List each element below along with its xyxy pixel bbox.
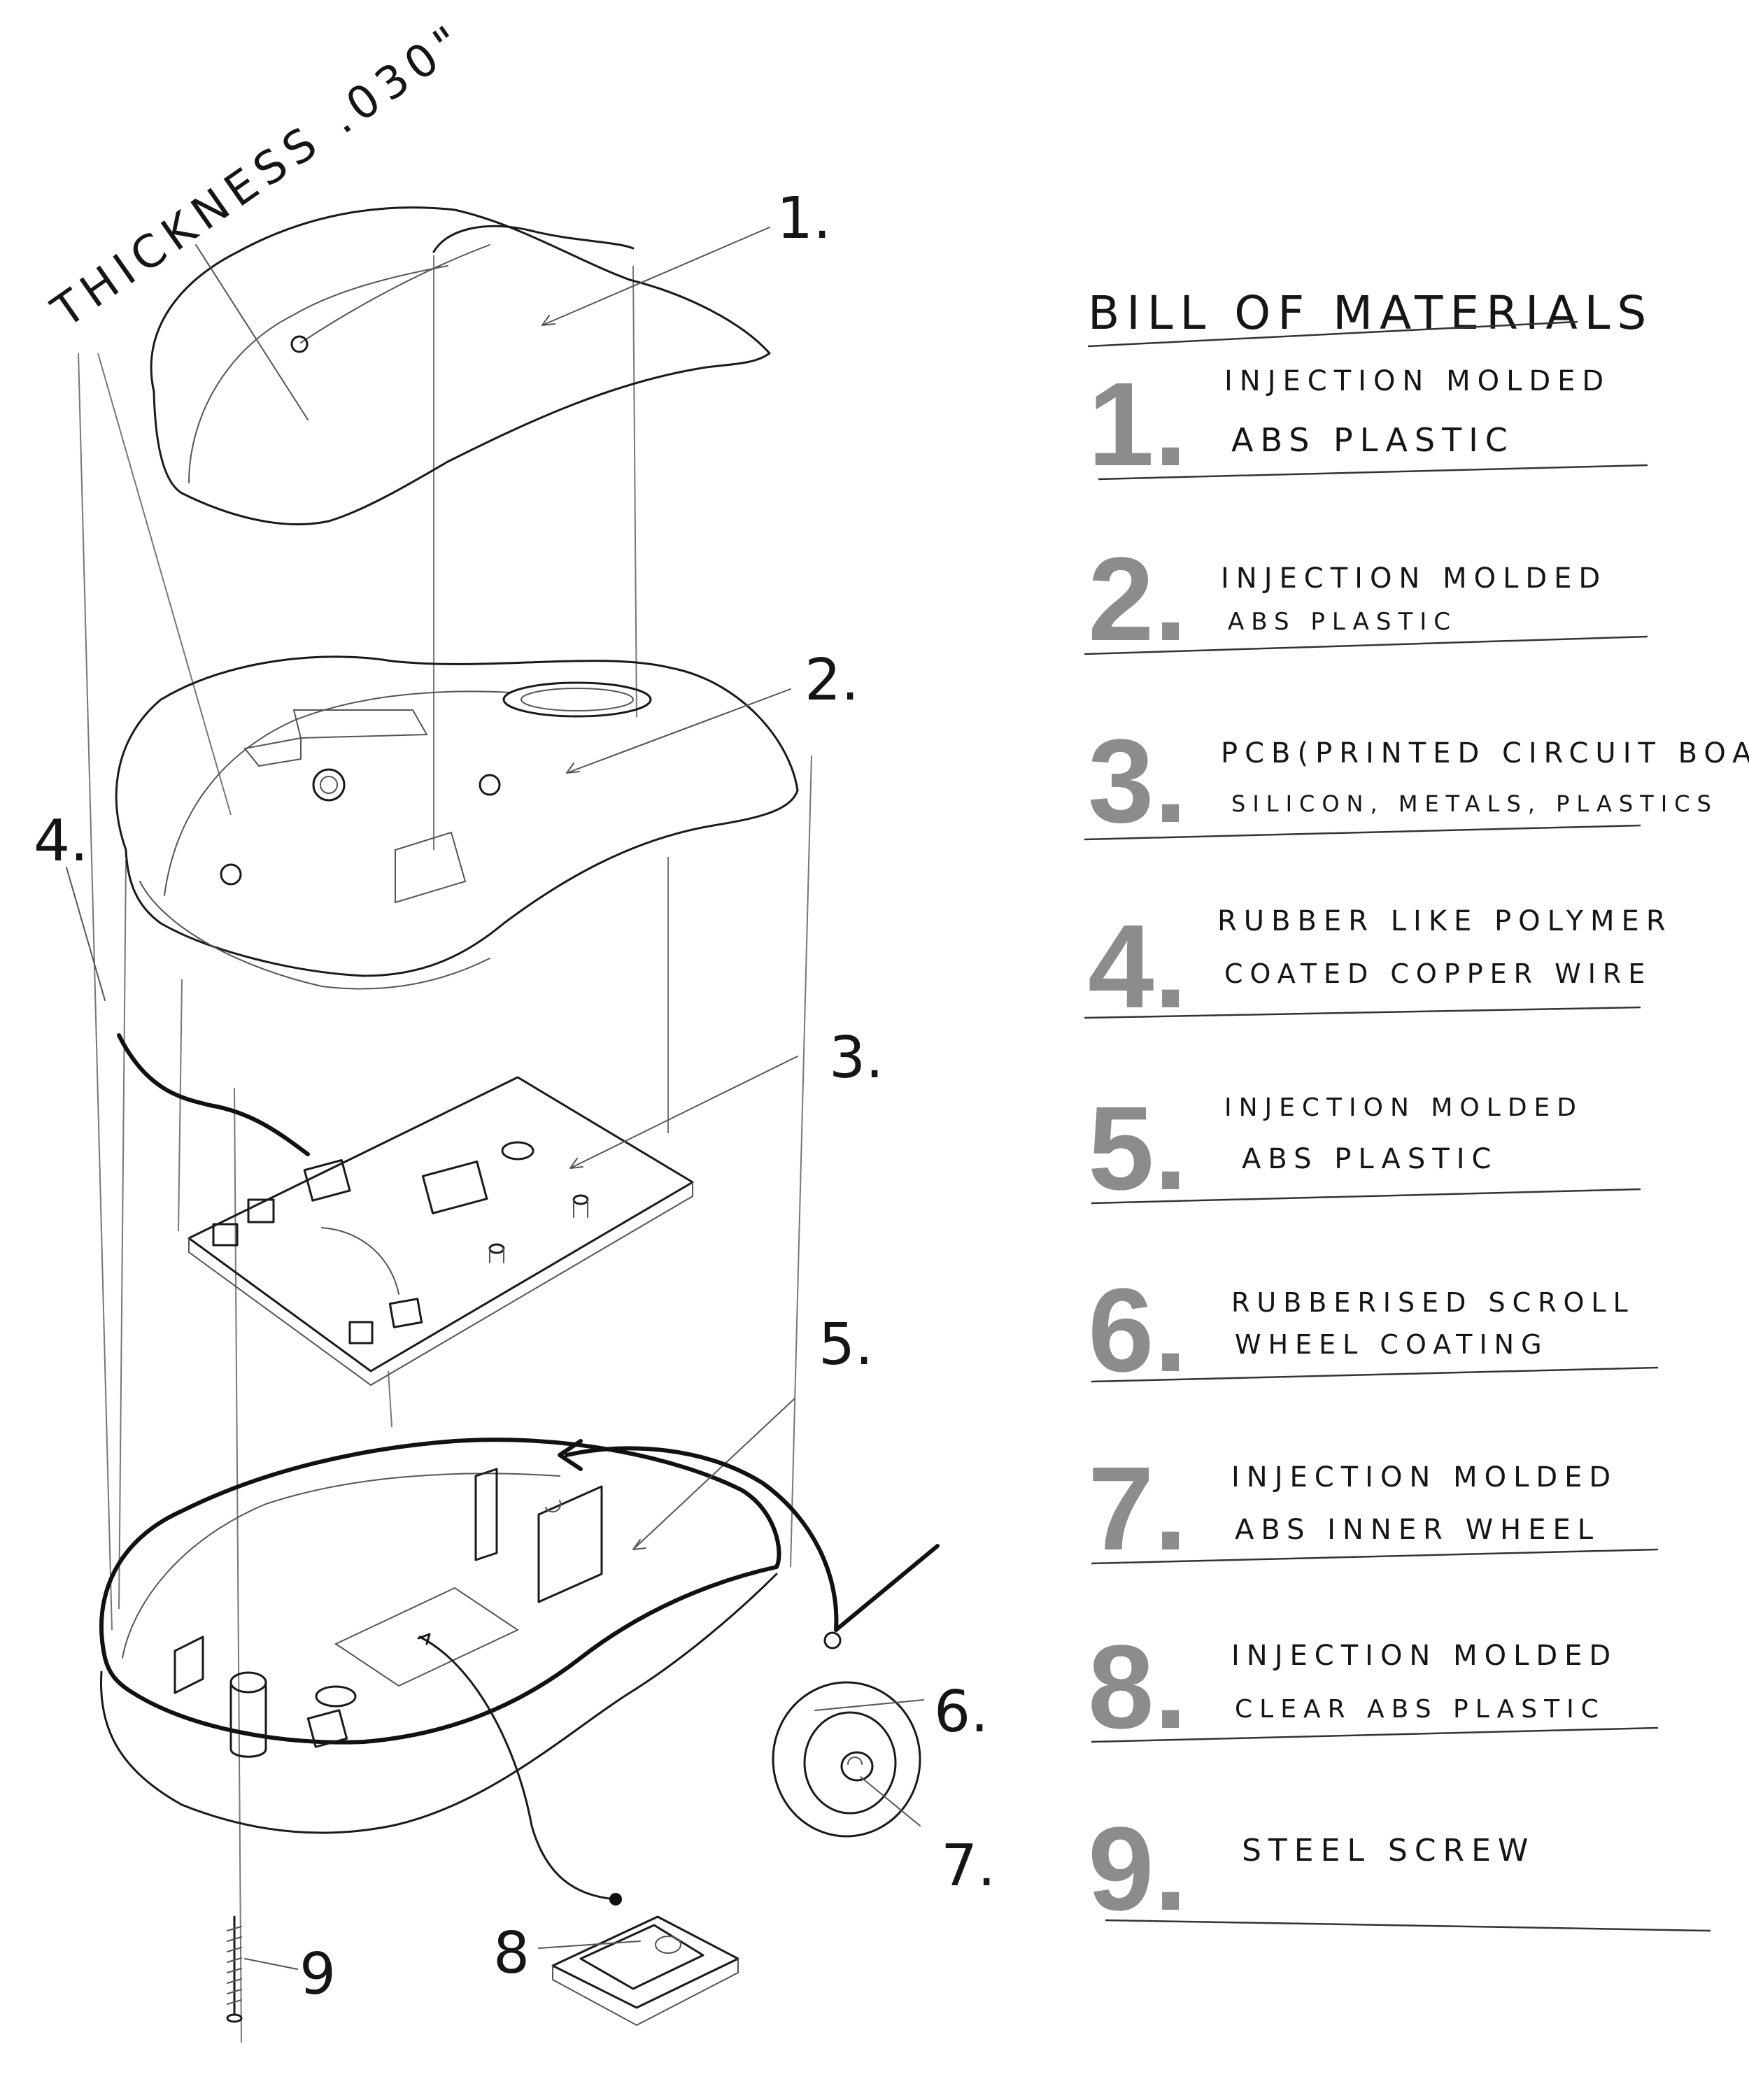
bom-title: BILL OF MATERIALS [1088,286,1653,340]
bom-item: 4. RUBBER LIKE POLYMER COATED COPPER WIR… [1084,900,1673,1033]
bom-item-number: 5. [1088,1082,1187,1215]
callout-8: 8 [493,1920,530,1987]
bom-item-line1: PCB(PRINTED CIRCUIT BOARD) [1221,737,1749,769]
part-4-cable: 4. [34,808,310,1156]
part-8-sensor-lens: 8 [493,1915,739,2027]
bom-item-number: 3. [1088,715,1187,848]
bom-item-line2: WHEEL COATING [1235,1329,1549,1360]
bom-item-line1: INJECTION MOLDED [1231,1640,1617,1672]
bom-item-line2: CLEAR ABS PLASTIC [1235,1695,1606,1724]
bom-item-number: 6. [1088,1264,1187,1397]
part-6-7-scroll-wheel: 6. 7. [772,1679,996,1899]
bom-item-line1: RUBBER LIKE POLYMER [1217,905,1673,937]
thickness-note: THICKNESS .030" [43,13,476,338]
bom-item: 5. INJECTION MOLDED ABS PLASTIC [1088,1082,1641,1215]
part-1-top-shell: 1. [150,185,831,525]
bom-item-number: 7. [1088,1442,1187,1575]
callout-1: 1. [777,185,831,252]
bill-of-materials: BILL OF MATERIALS 1. INJECTION MOLDED AB… [1084,286,1749,1936]
assembly-arrow [417,1439,940,1906]
bom-item-number: 4. [1088,900,1187,1033]
bom-item-number: 1. [1088,358,1187,491]
bom-item: 3. PCB(PRINTED CIRCUIT BOARD) SILICON, M… [1084,715,1749,848]
bom-item-line1: RUBBERISED SCROLL [1231,1287,1635,1318]
bom-item-line1: INJECTION MOLDED [1224,365,1610,397]
callout-2: 2. [805,647,859,714]
bom-item-line1: INJECTION MOLDED [1224,1093,1583,1122]
projection-lines [78,255,812,2043]
bom-item: 7. INJECTION MOLDED ABS INNER WHEEL [1088,1442,1659,1575]
bom-item: 2. INJECTION MOLDED ABS PLASTIC [1084,533,1648,666]
bom-item-line1: STEEL SCREW [1242,1833,1535,1868]
bom-item-line2: ABS PLASTIC [1242,1143,1498,1175]
bom-item: 8. INJECTION MOLDED CLEAR ABS PLASTIC [1088,1621,1659,1754]
bom-item-line1: INJECTION MOLDED [1231,1461,1617,1494]
bom-item-line2: ABS INNER WHEEL [1235,1514,1600,1546]
bom-item: 6. RUBBERISED SCROLL WHEEL COATING [1088,1264,1659,1397]
callout-6: 6. [934,1679,989,1745]
bom-item-line2: COATED COPPER WIRE [1224,958,1652,989]
bom-item-line2: ABS PLASTIC [1228,608,1457,636]
bom-item-number: 2. [1088,533,1187,666]
bom-item-number: 9. [1088,1803,1187,1936]
callout-5: 5. [819,1312,873,1378]
part-5-base-shell: 5. [99,1312,873,1834]
callout-4: 4. [34,808,88,874]
callout-7: 7. [941,1833,996,1899]
part-3-pcb: 3. [187,1025,884,1386]
bom-item-number: 8. [1088,1621,1187,1754]
bom-item-line2: SILICON, METALS, PLASTICS [1231,790,1718,817]
bom-item: 9. STEEL SCREW [1088,1803,1711,1936]
bom-item: 1. INJECTION MOLDED ABS PLASTIC [1088,358,1648,491]
part-9-screw: 9 [226,1915,336,2023]
callout-3: 3. [829,1025,884,1091]
bom-item-line2: ABS PLASTIC [1231,421,1515,459]
part-2-mid-shell: 2. [115,647,859,990]
callout-9: 9 [299,1941,336,2008]
bom-item-line1: INJECTION MOLDED [1221,562,1607,595]
